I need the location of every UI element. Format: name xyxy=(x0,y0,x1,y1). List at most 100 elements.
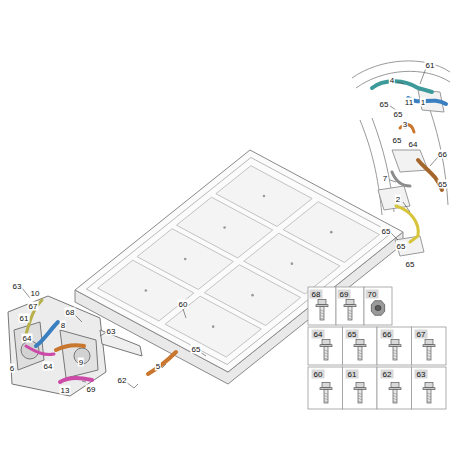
frame-rail xyxy=(356,71,450,88)
coolant-hose xyxy=(26,346,54,355)
fastener-icons xyxy=(316,299,435,403)
callout-number: 11 xyxy=(404,98,414,107)
callout-number: 61 xyxy=(19,314,30,323)
callout-number: 6 xyxy=(9,364,15,373)
table-cell xyxy=(343,327,378,365)
callout-number: 69 xyxy=(86,385,97,394)
callout-number: 2 xyxy=(395,195,401,204)
coolant-hose xyxy=(392,172,410,186)
leader-line xyxy=(420,68,426,84)
callout-number: 9 xyxy=(78,358,84,367)
leader-line xyxy=(75,315,82,322)
coolant-hose xyxy=(60,378,92,382)
callout-number: 1 xyxy=(420,98,426,107)
part-number: 64 xyxy=(312,330,325,339)
bolt-icon xyxy=(320,339,332,360)
bolt-icon xyxy=(389,339,401,360)
leader-line xyxy=(183,309,186,318)
callout-number: 7 xyxy=(382,174,388,183)
frame-rail xyxy=(360,120,382,215)
table-cell xyxy=(343,367,378,409)
coolant-hose xyxy=(396,206,418,242)
bolt-icon xyxy=(320,382,332,403)
callout-number: 66 xyxy=(437,150,448,159)
leader-line xyxy=(82,381,86,382)
leader-line xyxy=(391,233,398,240)
frame-bracket xyxy=(395,236,424,256)
callout-number: 67 xyxy=(28,302,39,311)
callout-number: 10 xyxy=(30,289,41,298)
part-number: 66 xyxy=(381,330,394,339)
table-cell xyxy=(308,367,343,409)
bolt-icon xyxy=(354,339,366,360)
part-number: 67 xyxy=(415,330,428,339)
callout-number: 63 xyxy=(106,327,117,336)
callout-number: 61 xyxy=(425,61,436,70)
callout-number: 68 xyxy=(65,308,76,317)
fixing-point xyxy=(223,226,226,229)
callout-number: 65 xyxy=(191,345,202,354)
left-hoses xyxy=(26,300,176,382)
frame-bracket xyxy=(378,186,410,210)
callout-number: 65 xyxy=(437,180,448,189)
fixing-point xyxy=(263,195,266,198)
rear-drive-unit xyxy=(8,296,142,396)
part-number: 63 xyxy=(415,370,428,379)
callout-number: 13 xyxy=(60,386,71,395)
battery-tray xyxy=(75,150,403,384)
bolt-icon xyxy=(389,382,401,403)
fixing-point xyxy=(212,325,215,328)
right-hoses xyxy=(372,81,446,242)
table-cell xyxy=(308,287,336,325)
callout-number: 62 xyxy=(117,376,128,385)
coolant-hose xyxy=(372,81,432,92)
part-number: 61 xyxy=(346,370,359,379)
frame-bracket xyxy=(392,150,428,172)
table-cell xyxy=(308,327,343,365)
fixing-point xyxy=(291,262,294,265)
fixing-point xyxy=(251,294,254,297)
callout-number: 65 xyxy=(396,242,407,251)
bolt-icon xyxy=(344,299,356,320)
callout-number: 63 xyxy=(12,282,23,291)
part-number: 69 xyxy=(338,290,351,299)
callout-number: 65 xyxy=(393,110,404,119)
callout-number: 65 xyxy=(392,136,403,145)
table-cell xyxy=(412,367,447,409)
coolant-hose xyxy=(36,322,58,346)
table-cell xyxy=(412,327,447,365)
leader-line xyxy=(397,82,404,84)
bolt-icon xyxy=(354,382,366,403)
housing xyxy=(60,330,98,378)
frame-rail xyxy=(430,110,448,205)
leader-line xyxy=(100,333,105,336)
part-number: 60 xyxy=(312,370,325,379)
callout-number: 4 xyxy=(389,76,395,85)
fixing-point xyxy=(184,258,187,261)
front-frame xyxy=(352,61,450,256)
bolt-icon xyxy=(423,382,435,403)
callout-number: 64 xyxy=(43,362,54,371)
table-cell xyxy=(377,327,412,365)
fixing-point xyxy=(330,231,333,234)
fastener-table xyxy=(308,287,446,409)
part-number: 68 xyxy=(310,290,323,299)
part-number: 70 xyxy=(366,290,379,299)
part-number: 65 xyxy=(346,330,359,339)
callout-number: 5 xyxy=(155,362,161,371)
part-number: 62 xyxy=(381,370,394,379)
leader-line xyxy=(403,202,410,212)
bolt-icon xyxy=(316,299,328,320)
housing xyxy=(8,296,106,396)
callout-number: 8 xyxy=(60,321,66,330)
callout-number: 60 xyxy=(178,300,189,309)
battery-module xyxy=(216,166,312,227)
callout-number: 64 xyxy=(408,140,419,149)
callout-number: 65 xyxy=(381,227,392,236)
leader-line xyxy=(390,180,396,182)
leader-lines xyxy=(22,68,438,388)
